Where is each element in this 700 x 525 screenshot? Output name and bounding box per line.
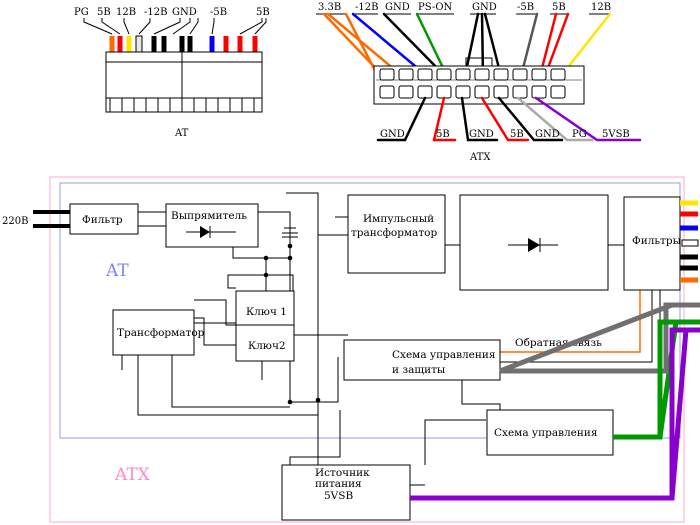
at-connector: PG 5B 12B -12B GND -5B 5B: [74, 7, 270, 139]
atx-connector: 3.3B -12B GND PS-ON GND -5B 5B 12B: [316, 2, 642, 163]
atx-top-label-gnd-1: GND: [385, 2, 410, 13]
atx-top-label-5v: 5B: [552, 2, 566, 13]
atx-top-label-minus12v: -12B: [355, 2, 378, 13]
atx-bottom-label-pg: PG: [572, 129, 587, 140]
key1-block: Ключ 1: [235, 290, 295, 332]
atx-top-label-minus5v: -5B: [517, 2, 534, 13]
at-region-label: AT: [105, 261, 129, 281]
control-protection-label-1: Схема управления: [392, 349, 496, 361]
atx-top-label-ps-on: PS-ON: [418, 2, 453, 13]
standby-supply-label-3: 5VSB: [324, 490, 353, 502]
at-pin-label-minus12v: -12B: [144, 7, 167, 18]
atx-top-label-12v: 12B: [591, 2, 611, 13]
output-rectifier-block: [459, 194, 609, 291]
at-connector-caption: AT: [174, 128, 189, 139]
at-pin-label-12v: 12B: [116, 7, 136, 18]
standby-supply-label-2: питания: [315, 478, 362, 490]
control-label: Схема управления: [494, 427, 598, 439]
at-pin-label-pg: PG: [74, 7, 89, 18]
input-voltage-label: 220B: [2, 216, 28, 227]
signal-wiring: [121, 192, 661, 486]
key2-block: Ключ2: [235, 324, 295, 362]
pulse-transformer-block: Импульсный трансформатор: [347, 194, 446, 274]
control-protection-label-2: и защиты: [392, 364, 445, 376]
at-pin-label-minus5v: -5B: [210, 7, 227, 18]
at-pin-label-5v-right: 5B: [256, 7, 270, 18]
key1-label: Ключ 1: [246, 306, 287, 318]
output-wire-white: [681, 239, 699, 247]
rectifier-block: Выпрямитель: [165, 203, 259, 248]
output-filters-label: Фильтры: [632, 235, 681, 247]
atx-top-label-gnd-2: GND: [472, 2, 497, 13]
control-block: Схема управления: [486, 409, 614, 456]
atx-bottom-label-5v-1: 5B: [436, 129, 450, 140]
control-protection-block: Схема управления и защиты: [343, 339, 501, 381]
standby-supply-label-1: Источник: [315, 467, 370, 479]
pulse-transformer-label-2: трансформатор: [351, 227, 437, 239]
atx-top-label-3v3: 3.3B: [318, 2, 341, 13]
input-filter-block: Фильтр: [69, 203, 139, 235]
atx-connector-caption: ATX: [469, 152, 491, 163]
standby-supply-block: Источник питания 5VSB: [281, 464, 411, 521]
input-filter-label: Фильтр: [82, 214, 123, 226]
transformer-block: Трансформатор: [112, 309, 205, 356]
rectifier-label: Выпрямитель: [171, 210, 247, 222]
atx-region-label: ATX: [114, 465, 151, 485]
atx-bottom-label-gnd-2: GND: [469, 129, 494, 140]
output-wires: [680, 200, 698, 283]
at-region-border: [59, 182, 681, 439]
at-pin-label-gnd: GND: [172, 7, 197, 18]
transformer-label: Трансформатор: [117, 327, 205, 339]
capacitor: [282, 216, 298, 246]
atx-bottom-label-gnd-3: GND: [535, 129, 560, 140]
pulse-transformer-label-1: Импульсный: [363, 213, 434, 225]
thick-signal-lines: [410, 302, 700, 501]
key2-label: Ключ2: [248, 340, 286, 352]
output-filters-block: Фильтры: [623, 196, 681, 291]
at-pin-label-5v: 5B: [97, 7, 111, 18]
atx-bottom-label-5v-2: 5B: [510, 129, 524, 140]
atx-bottom-label-5vsb: 5VSB: [602, 129, 630, 140]
atx-bottom-label-gnd-1: GND: [380, 129, 405, 140]
